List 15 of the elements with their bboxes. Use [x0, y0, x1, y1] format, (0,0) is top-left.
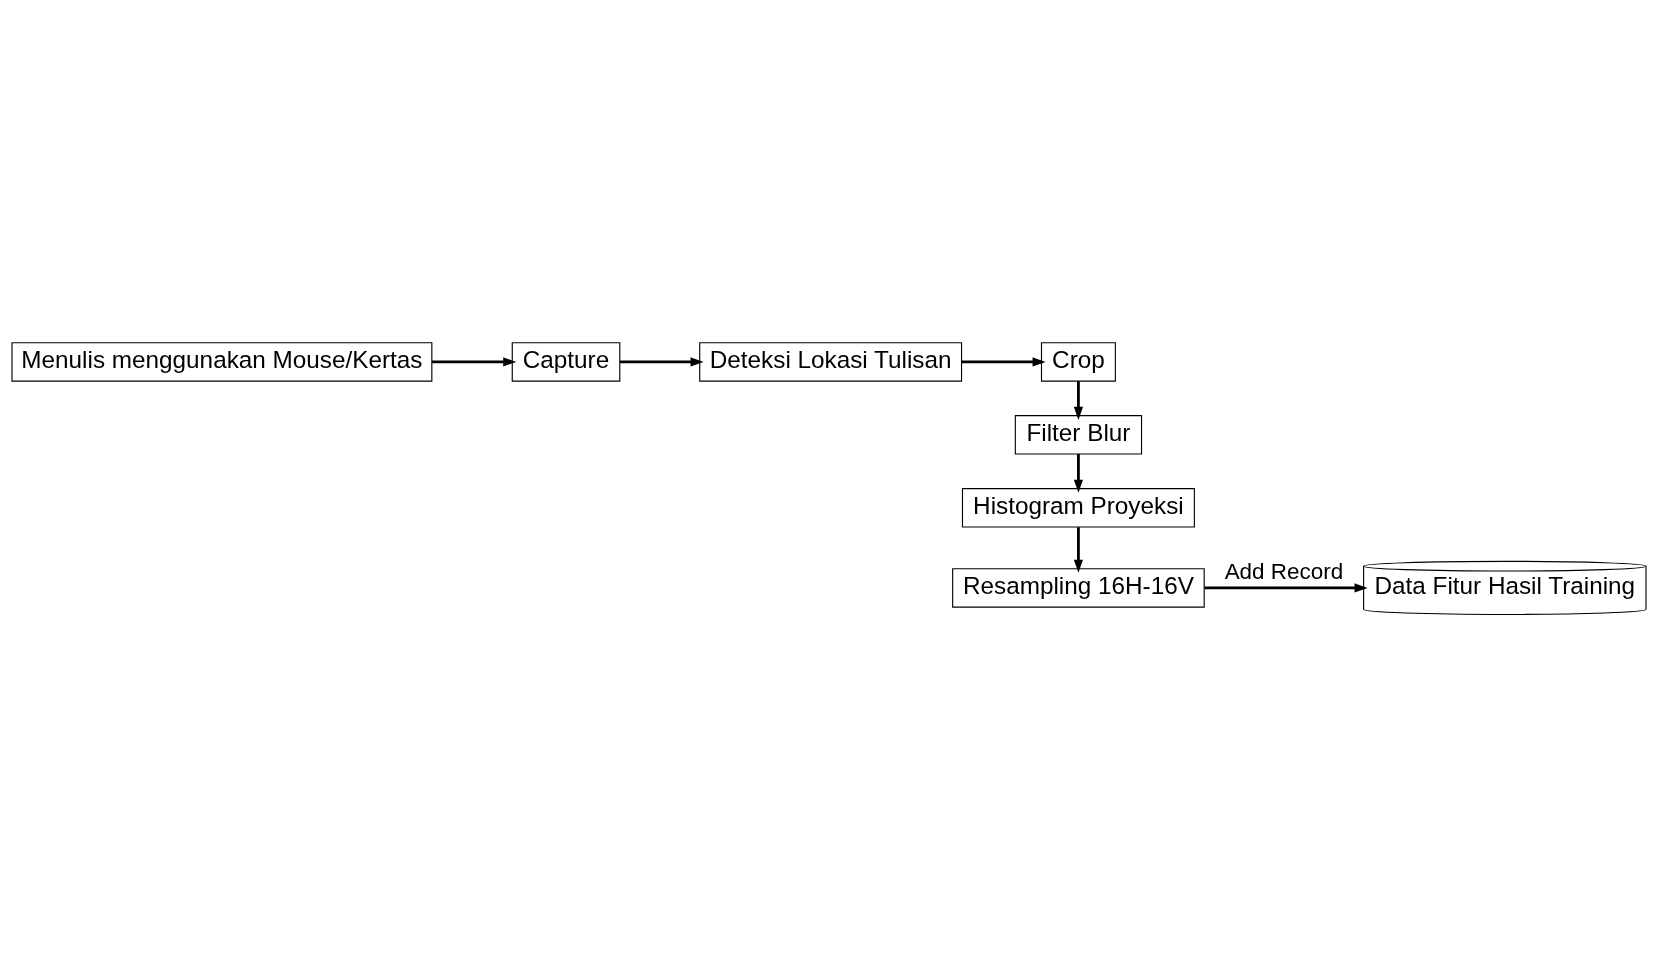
arrow [1073, 381, 1084, 420]
node-box: Menulis menggunakan Mouse/Kertas [11, 342, 433, 382]
arrow [1204, 583, 1368, 593]
edge-label: Add Record [1224, 558, 1344, 584]
arrow [1073, 527, 1084, 573]
node-box: Deteksi Lokasi Tulisan [699, 342, 963, 382]
arrow [961, 357, 1046, 367]
node-box: Histogram Proyeksi [961, 488, 1195, 528]
arrow [1073, 454, 1084, 493]
node-box: Capture [511, 342, 621, 382]
arrow [620, 357, 704, 367]
arrow [431, 357, 517, 367]
node-box: Crop [1040, 342, 1116, 382]
node-box: Resampling 16H-16V [952, 568, 1205, 608]
node-box: Filter Blur [1014, 415, 1143, 455]
